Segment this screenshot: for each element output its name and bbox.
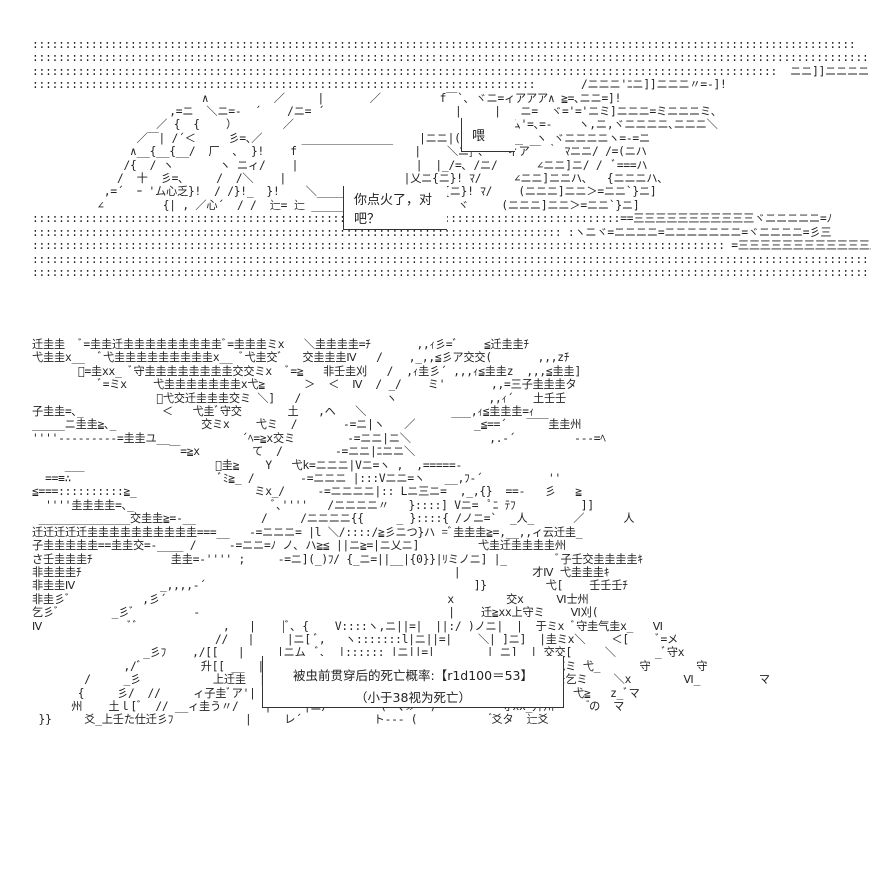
speech-text-fire: 你点火了，对吧？ xyxy=(354,192,433,227)
notice-line-2: （小于38视为死亡） xyxy=(355,690,471,705)
notice-line-1: 被虫前贯穿后的死亡概率:【r1d100＝53】 xyxy=(292,668,533,683)
ascii-art-top: ::::::::::::::::::::::::::::::::::::::::… xyxy=(32,38,871,279)
death-probability-notice: 被虫前贯穿后的死亡概率:【r1d100＝53】 （小于38视为死亡） xyxy=(262,656,564,708)
speech-bubble-fire: 你点火了，对吧？ xyxy=(343,186,447,230)
speech-text-hey: 喂 xyxy=(472,129,486,144)
speech-bubble-hey: 喂 xyxy=(461,118,515,152)
